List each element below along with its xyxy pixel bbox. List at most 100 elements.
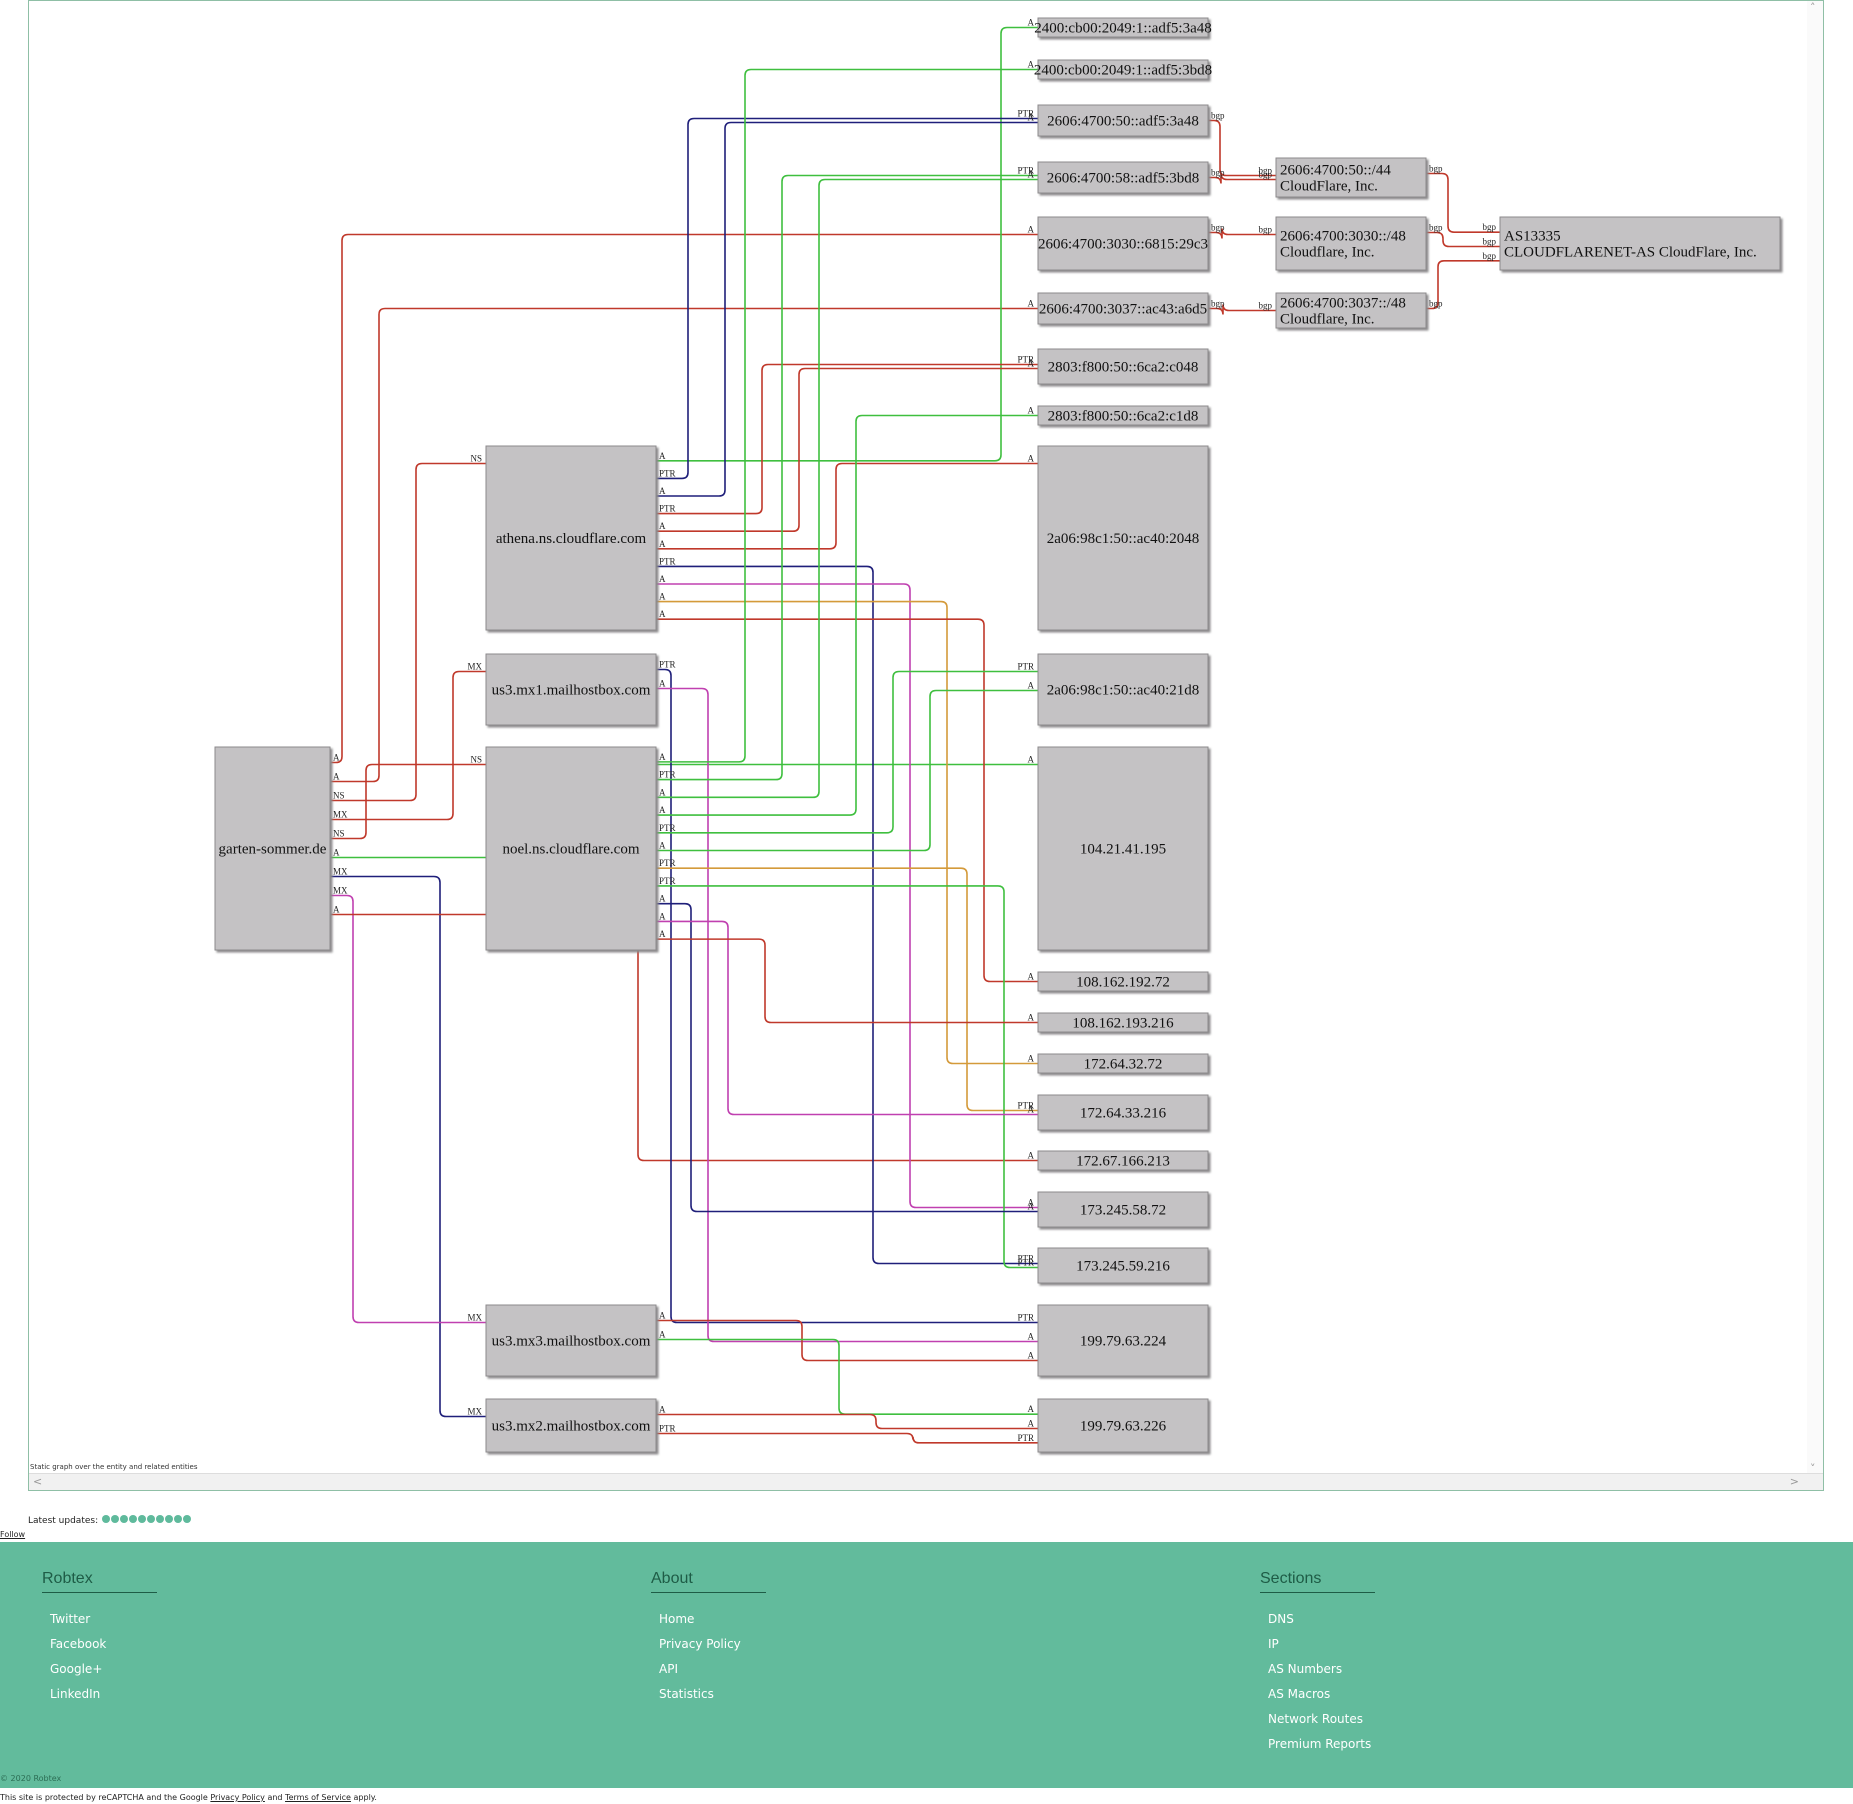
edge-label-source: PTR (659, 660, 676, 670)
footer-link-linkedin[interactable]: LinkedIn (50, 1687, 101, 1701)
graph-node-noel[interactable]: noel.ns.cloudflare.com (485, 746, 657, 951)
footer-link-api[interactable]: API (659, 1662, 678, 1676)
graph-node-root[interactable]: garten-sommer.de (214, 746, 331, 951)
edge-label-source: PTR (659, 876, 676, 886)
graph-node-ip13[interactable]: 108.162.193.216 (1037, 1012, 1209, 1033)
edge-label-target: MX (467, 1407, 482, 1417)
graph-node-ip5[interactable]: 2606:4700:3030::6815:29c3 (1037, 216, 1209, 271)
vertical-scrollbar[interactable]: ˄ ˅ (1807, 1, 1823, 1475)
node-label: 2606:4700:50::adf5:3a48 (1047, 114, 1199, 130)
footer-link-network-routes[interactable]: Network Routes (1268, 1712, 1364, 1726)
edge-label-source: A (659, 929, 666, 939)
update-dot[interactable] (102, 1515, 111, 1523)
update-dot[interactable] (156, 1515, 165, 1523)
edge-label-source: A (659, 1330, 666, 1340)
node-box (1037, 292, 1209, 325)
edge-label-source: PTR (659, 468, 676, 478)
footer-links: Home Privacy Policy API Statistics (659, 1607, 766, 1707)
node-box (1037, 161, 1209, 194)
node-label: 2a06:98c1:50::ac40:2048 (1047, 531, 1199, 547)
scroll-up-icon[interactable]: ˄ (1810, 1, 1816, 14)
graph-node-ip2[interactable]: 2400:cb00:2049:1::adf5:3bd8 (1034, 59, 1212, 80)
terms-of-service-link[interactable]: Terms of Service (285, 1793, 351, 1802)
graph-node-mx1[interactable]: us3.mx1.mailhostbox.com (485, 653, 657, 726)
graph-node-ip17[interactable]: 173.245.58.72 (1037, 1191, 1209, 1228)
node-label: 104.21.41.195 (1080, 842, 1166, 858)
update-dot[interactable] (111, 1515, 120, 1523)
edge-label-target: PTR (1017, 1258, 1034, 1268)
graph-edge-root-ip11 (330, 763, 1038, 859)
footer-link-dns[interactable]: DNS (1268, 1612, 1294, 1626)
follow-link[interactable]: Follow (0, 1530, 26, 1539)
node-label: us3.mx3.mailhostbox.com (492, 1334, 651, 1350)
graph-node-ip16[interactable]: 172.67.166.213 (1037, 1150, 1209, 1171)
footer-link-as-numbers[interactable]: AS Numbers (1268, 1662, 1343, 1676)
edge-label-target: A (1028, 681, 1035, 691)
graph-node-ip18[interactable]: 173.245.59.216 (1037, 1247, 1209, 1284)
graph-node-ip19[interactable]: 199.79.63.224 (1037, 1304, 1209, 1377)
privacy-policy-link[interactable]: Privacy Policy (210, 1793, 265, 1802)
scroll-left-icon[interactable]: < (33, 1475, 43, 1488)
graph-caption: Static graph over the entity and related… (30, 1463, 198, 1471)
footer-links: Twitter Facebook Google+ LinkedIn (50, 1607, 157, 1707)
edge-label-target: A (1028, 113, 1035, 123)
graph-node-ip8[interactable]: 2803:f800:50::6ca2:c1d8 (1037, 405, 1209, 426)
update-dot[interactable] (183, 1515, 192, 1523)
graph-edge-noel-ip17 (656, 902, 1038, 1213)
footer-link-statistics[interactable]: Statistics (659, 1687, 714, 1701)
graph-edge-athena-ip3 (656, 117, 1038, 480)
graph-node-mx3[interactable]: us3.mx3.mailhostbox.com (485, 1304, 657, 1377)
footer-link-premium-reports[interactable]: Premium Reports (1268, 1737, 1372, 1751)
graph-node-ip7[interactable]: 2803:f800:50::6ca2:c048 (1037, 348, 1209, 385)
graph-edge-root-ip5 (330, 233, 1038, 764)
graph-edge-root-noel (330, 763, 486, 840)
graph-edge-root-mx2 (330, 875, 486, 1418)
graph-node-ip12[interactable]: 108.162.192.72 (1037, 971, 1209, 992)
graph-node-ip14[interactable]: 172.64.32.72 (1037, 1053, 1209, 1074)
edge-label-source: A (659, 679, 666, 689)
edge-label-source: bgp (1211, 111, 1225, 121)
footer-link-home[interactable]: Home (659, 1612, 695, 1626)
edge-label-source: A (659, 451, 666, 461)
footer-link-as-macros[interactable]: AS Macros (1268, 1687, 1331, 1701)
update-dot[interactable] (147, 1515, 156, 1523)
graph-node-ip4[interactable]: 2606:4700:58::adf5:3bd8 (1037, 161, 1209, 194)
scroll-down-icon[interactable]: ˅ (1810, 1462, 1816, 1475)
graph-node-athena[interactable]: athena.ns.cloudflare.com (485, 445, 657, 631)
graph-node-ip20[interactable]: 199.79.63.226 (1037, 1398, 1209, 1453)
graph-node-ip15[interactable]: 172.64.33.216 (1037, 1094, 1209, 1131)
graph-node-ip3[interactable]: 2606:4700:50::adf5:3a48 (1037, 104, 1209, 137)
edge-label-source: A (333, 753, 340, 763)
graph-edge-athena-ip18 (656, 565, 1038, 1265)
graph-node-ip11[interactable]: 104.21.41.195 (1037, 746, 1209, 951)
graph-node-ip9[interactable]: 2a06:98c1:50::ac40:2048 (1037, 445, 1209, 631)
graph-node-ip10[interactable]: 2a06:98c1:50::ac40:21d8 (1037, 653, 1209, 726)
update-dots[interactable] (102, 1515, 192, 1526)
update-dot[interactable] (138, 1515, 147, 1523)
update-dot[interactable] (120, 1515, 129, 1523)
scroll-right-icon[interactable]: > (1789, 1475, 1799, 1488)
graph-edge-noel-ip10 (656, 689, 1038, 852)
footer-link-facebook[interactable]: Facebook (50, 1637, 107, 1651)
graph-node-mx2[interactable]: us3.mx2.mailhostbox.com (485, 1398, 657, 1453)
update-dot[interactable] (174, 1515, 183, 1523)
update-dot[interactable] (165, 1515, 174, 1523)
graph-edge-mx3-ip20 (656, 1338, 1038, 1415)
graph-node-ip1[interactable]: 2400:cb00:2049:1::adf5:3a48 (1034, 17, 1212, 38)
horizontal-scrollbar[interactable]: < > (29, 1473, 1823, 1490)
footer-link-googleplus[interactable]: Google+ (50, 1662, 103, 1676)
footer-link-twitter[interactable]: Twitter (50, 1612, 91, 1626)
update-dot[interactable] (129, 1515, 138, 1523)
graph-edge-noel-ip8 (656, 414, 1038, 816)
graph-node-ip6[interactable]: 2606:4700:3037::ac43:a6d5 (1037, 292, 1209, 325)
footer-link-privacy-policy[interactable]: Privacy Policy (659, 1637, 741, 1651)
edge-label-target: PTR (1017, 166, 1034, 176)
footer-column-title: Robtex (42, 1570, 157, 1593)
footer-link-ip[interactable]: IP (1268, 1637, 1279, 1651)
graph-edge-ip4-net1 (1208, 173, 1276, 184)
